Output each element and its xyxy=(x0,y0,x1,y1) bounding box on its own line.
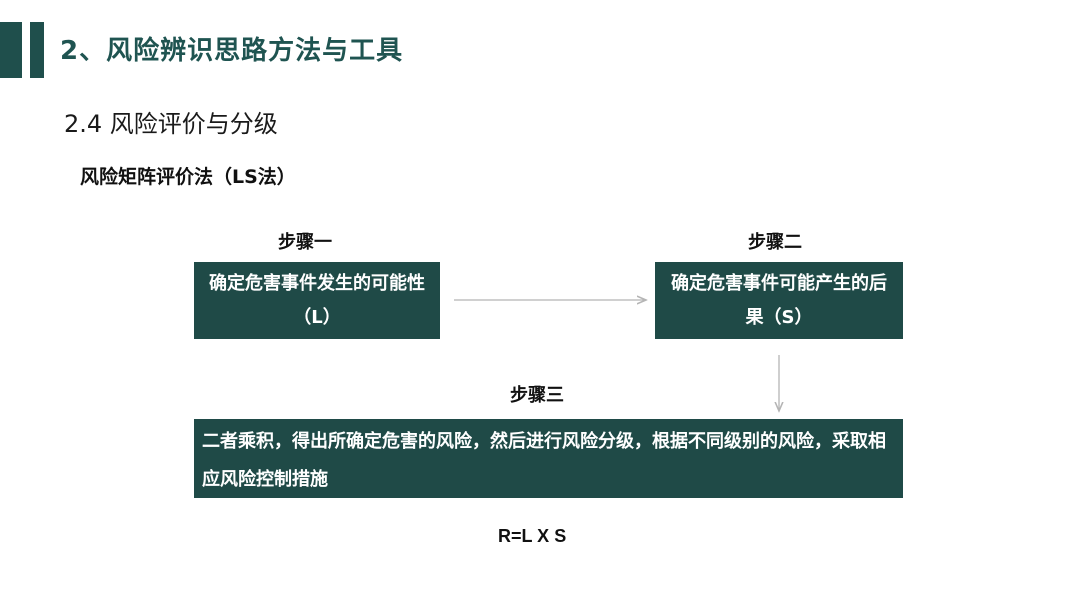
step-three-label: 步骤三 xyxy=(510,385,564,406)
method-title: 风险矩阵评价法（LS法） xyxy=(80,166,296,188)
step-one-text: 确定危害事件发生的可能性（L） xyxy=(209,272,425,328)
step-one-label: 步骤一 xyxy=(278,232,332,253)
step-three-box: 二者乘积，得出所确定危害的风险，然后进行风险分级，根据不同级别的风险，采取相应风… xyxy=(194,419,903,498)
step-two-box: 确定危害事件可能产生的后果（S） xyxy=(655,262,903,339)
step-two-label: 步骤二 xyxy=(748,232,802,253)
step-one-box: 确定危害事件发生的可能性（L） xyxy=(194,262,440,339)
section-title: 2、风险辨识思路方法与工具 xyxy=(60,36,404,66)
header-accent-bar-secondary xyxy=(30,22,44,78)
formula: R=L X S xyxy=(498,526,567,546)
step-three-text: 二者乘积，得出所确定危害的风险，然后进行风险分级，根据不同级别的风险，采取相应风… xyxy=(202,431,886,490)
step-two-text: 确定危害事件可能产生的后果（S） xyxy=(671,272,887,328)
header-accent-bar xyxy=(0,22,22,78)
subsection-title: 2.4 风险评价与分级 xyxy=(64,110,278,138)
